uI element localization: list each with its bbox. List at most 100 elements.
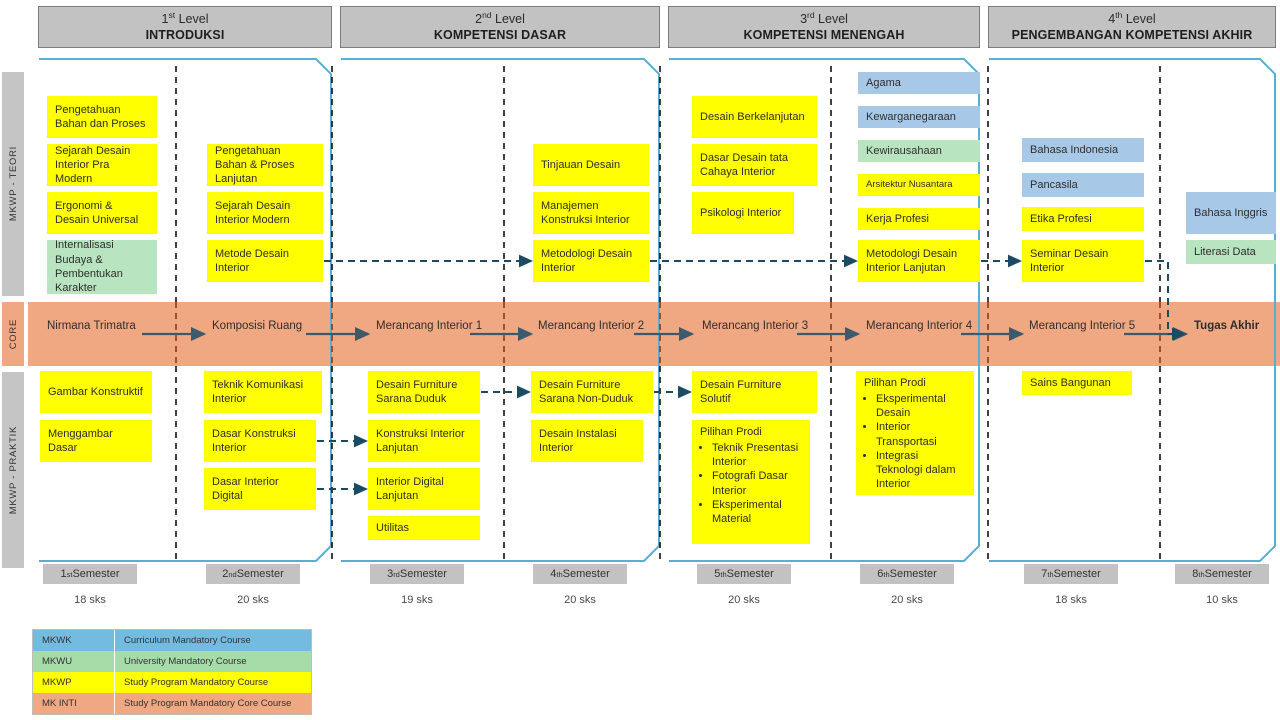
theory-course[interactable]: Metodologi Desain Interior [533, 240, 649, 282]
semester-credits-6: 20 sks [891, 594, 923, 606]
practice-course[interactable]: Dasar Interior Digital [204, 468, 316, 510]
theory-course[interactable]: Etika Profesi [1022, 207, 1144, 231]
row-label-core: CORE [2, 302, 24, 366]
theory-course[interactable]: Pengetahuan Bahan dan Proses [47, 96, 157, 138]
theory-course[interactable]: Kewarganegaraan [858, 106, 980, 128]
semester-credits-4: 20 sks [564, 594, 596, 606]
practice-course[interactable]: Desain Furniture Solutif [692, 371, 817, 413]
theory-course[interactable]: Ergonomi & Desain Universal [47, 192, 157, 234]
theory-course[interactable]: Pengetahuan Bahan & Proses Lanjutan [207, 144, 323, 186]
course-option: Eksperimental Desain [876, 392, 966, 420]
course-option: Teknik Presentasi Interior [712, 441, 802, 469]
theory-course[interactable]: Sejarah Desain Interior Modern [207, 192, 323, 234]
core-course[interactable]: Merancang Interior 2 [538, 320, 645, 332]
level-ordinal: 1st Level [161, 10, 209, 27]
theory-course[interactable]: Bahasa Inggris [1186, 192, 1276, 234]
theory-course[interactable]: Dasar Desain tata Cahaya Interior [692, 144, 817, 186]
course-label: Dasar Desain tata Cahaya Interior [700, 151, 789, 178]
theory-course[interactable]: Kerja Profesi [858, 208, 980, 230]
theory-course[interactable]: Metode Desain Interior [207, 240, 323, 282]
semester-credits-7: 18 sks [1055, 594, 1087, 606]
practice-course[interactable]: Teknik Komunikasi Interior [204, 371, 322, 413]
theory-course[interactable]: Desain Berkelanjutan [692, 96, 817, 138]
theory-course[interactable]: Seminar Desain Interior [1022, 240, 1144, 282]
course-label: Gambar Konstruktif [48, 385, 143, 398]
core-course[interactable]: Merancang Interior 4 [866, 320, 973, 332]
theory-course[interactable]: Manajemen Konstruksi Interior [533, 192, 649, 234]
practice-course[interactable]: Dasar Konstruksi Interior [204, 420, 316, 462]
course-label: Interior Digital Lanjutan [376, 475, 444, 502]
course-label: Sejarah Desain Interior Pra Modern [55, 144, 131, 186]
theory-course[interactable]: Agama [858, 72, 980, 94]
theory-course[interactable]: Literasi Data [1186, 240, 1276, 264]
course-label: Utilitas [376, 521, 410, 534]
core-course[interactable]: Nirmana Trimatra [47, 320, 136, 332]
core-course[interactable]: Merancang Interior 3 [702, 320, 809, 332]
course-label: Teknik Komunikasi Interior [212, 378, 304, 405]
course-label: Metodologi Desain Interior [541, 247, 633, 274]
row-label-theory: MKWP - TEORI [2, 72, 24, 296]
theory-course[interactable]: Metodologi Desain Interior Lanjutan [858, 240, 980, 282]
practice-course[interactable]: Desain Furniture Sarana Non-Duduk [531, 371, 653, 413]
practice-course[interactable]: Pilihan ProdiEksperimental DesainInterio… [856, 371, 974, 495]
course-label: Metode Desain Interior [215, 247, 289, 274]
practice-course[interactable]: Konstruksi Interior Lanjutan [368, 420, 480, 462]
level-ordinal: 2nd Level [475, 10, 525, 27]
practice-course[interactable]: Desain Instalasi Interior [531, 420, 643, 462]
semester-word: Semester [1053, 568, 1101, 580]
practice-course[interactable]: Gambar Konstruktif [40, 371, 152, 413]
practice-course[interactable]: Desain Furniture Sarana Duduk [368, 371, 480, 413]
level-name: KOMPETENSI MENENGAH [743, 28, 905, 43]
course-label: Kewarganegaraan [866, 110, 956, 123]
core-course[interactable]: Tugas Akhir [1194, 320, 1260, 332]
course-label: Agama [866, 76, 901, 89]
semester-word: Semester [399, 568, 447, 580]
course-label: Dasar Konstruksi Interior [212, 427, 296, 454]
level-panel-3 [668, 58, 980, 562]
course-label: Desain Furniture Solutif [700, 378, 782, 405]
row-label-theory-text: MKWP - TEORI [7, 146, 19, 222]
semester-credits-3: 19 sks [401, 594, 433, 606]
theory-course[interactable]: Internalisasi Budaya & Pembentukan Karak… [47, 239, 157, 295]
course-label: Pilihan Prodi [864, 377, 926, 389]
semester-word: Semester [726, 568, 774, 580]
course-label: Internalisasi Budaya & Pembentukan Karak… [55, 239, 123, 295]
course-label: Manajemen Konstruksi Interior [541, 199, 630, 226]
legend-key: MKWK [33, 630, 115, 651]
level-panel-1 [38, 58, 332, 562]
course-option: Interior Transportasi [876, 420, 966, 448]
practice-course[interactable]: Utilitas [368, 516, 480, 540]
practice-course[interactable]: Interior Digital Lanjutan [368, 468, 480, 510]
practice-course[interactable]: Sains Bangunan [1022, 371, 1132, 395]
practice-course[interactable]: Pilihan ProdiTeknik Presentasi InteriorF… [692, 420, 810, 544]
theory-course[interactable]: Bahasa Indonesia [1022, 138, 1144, 162]
course-label: Seminar Desain Interior [1030, 247, 1109, 274]
theory-course[interactable]: Sejarah Desain Interior Pra Modern [47, 144, 157, 186]
course-label: Bahasa Inggris [1194, 206, 1268, 219]
core-course[interactable]: Komposisi Ruang [212, 320, 303, 332]
course-option-list: Teknik Presentasi InteriorFotografi Dasa… [712, 441, 802, 525]
practice-course[interactable]: Menggambar Dasar [40, 420, 152, 462]
core-course[interactable]: Merancang Interior 1 [376, 320, 483, 332]
level-panel-2 [340, 58, 660, 562]
course-label: Pengetahuan Bahan & Proses Lanjutan [215, 144, 295, 186]
row-label-core-text: CORE [7, 318, 19, 350]
theory-course[interactable]: Pancasila [1022, 173, 1144, 197]
legend-value: Study Program Mandatory Core Course [115, 693, 311, 714]
theory-course[interactable]: Tinjauan Desain [533, 144, 649, 186]
course-label: Dasar Interior Digital [212, 475, 279, 502]
core-course[interactable]: Merancang Interior 5 [1029, 320, 1136, 332]
theory-course[interactable]: Arsitektur Nusantara [858, 174, 980, 196]
theory-course[interactable]: Psikologi Interior [692, 192, 794, 234]
theory-course[interactable]: Kewirausahaan [858, 140, 980, 162]
